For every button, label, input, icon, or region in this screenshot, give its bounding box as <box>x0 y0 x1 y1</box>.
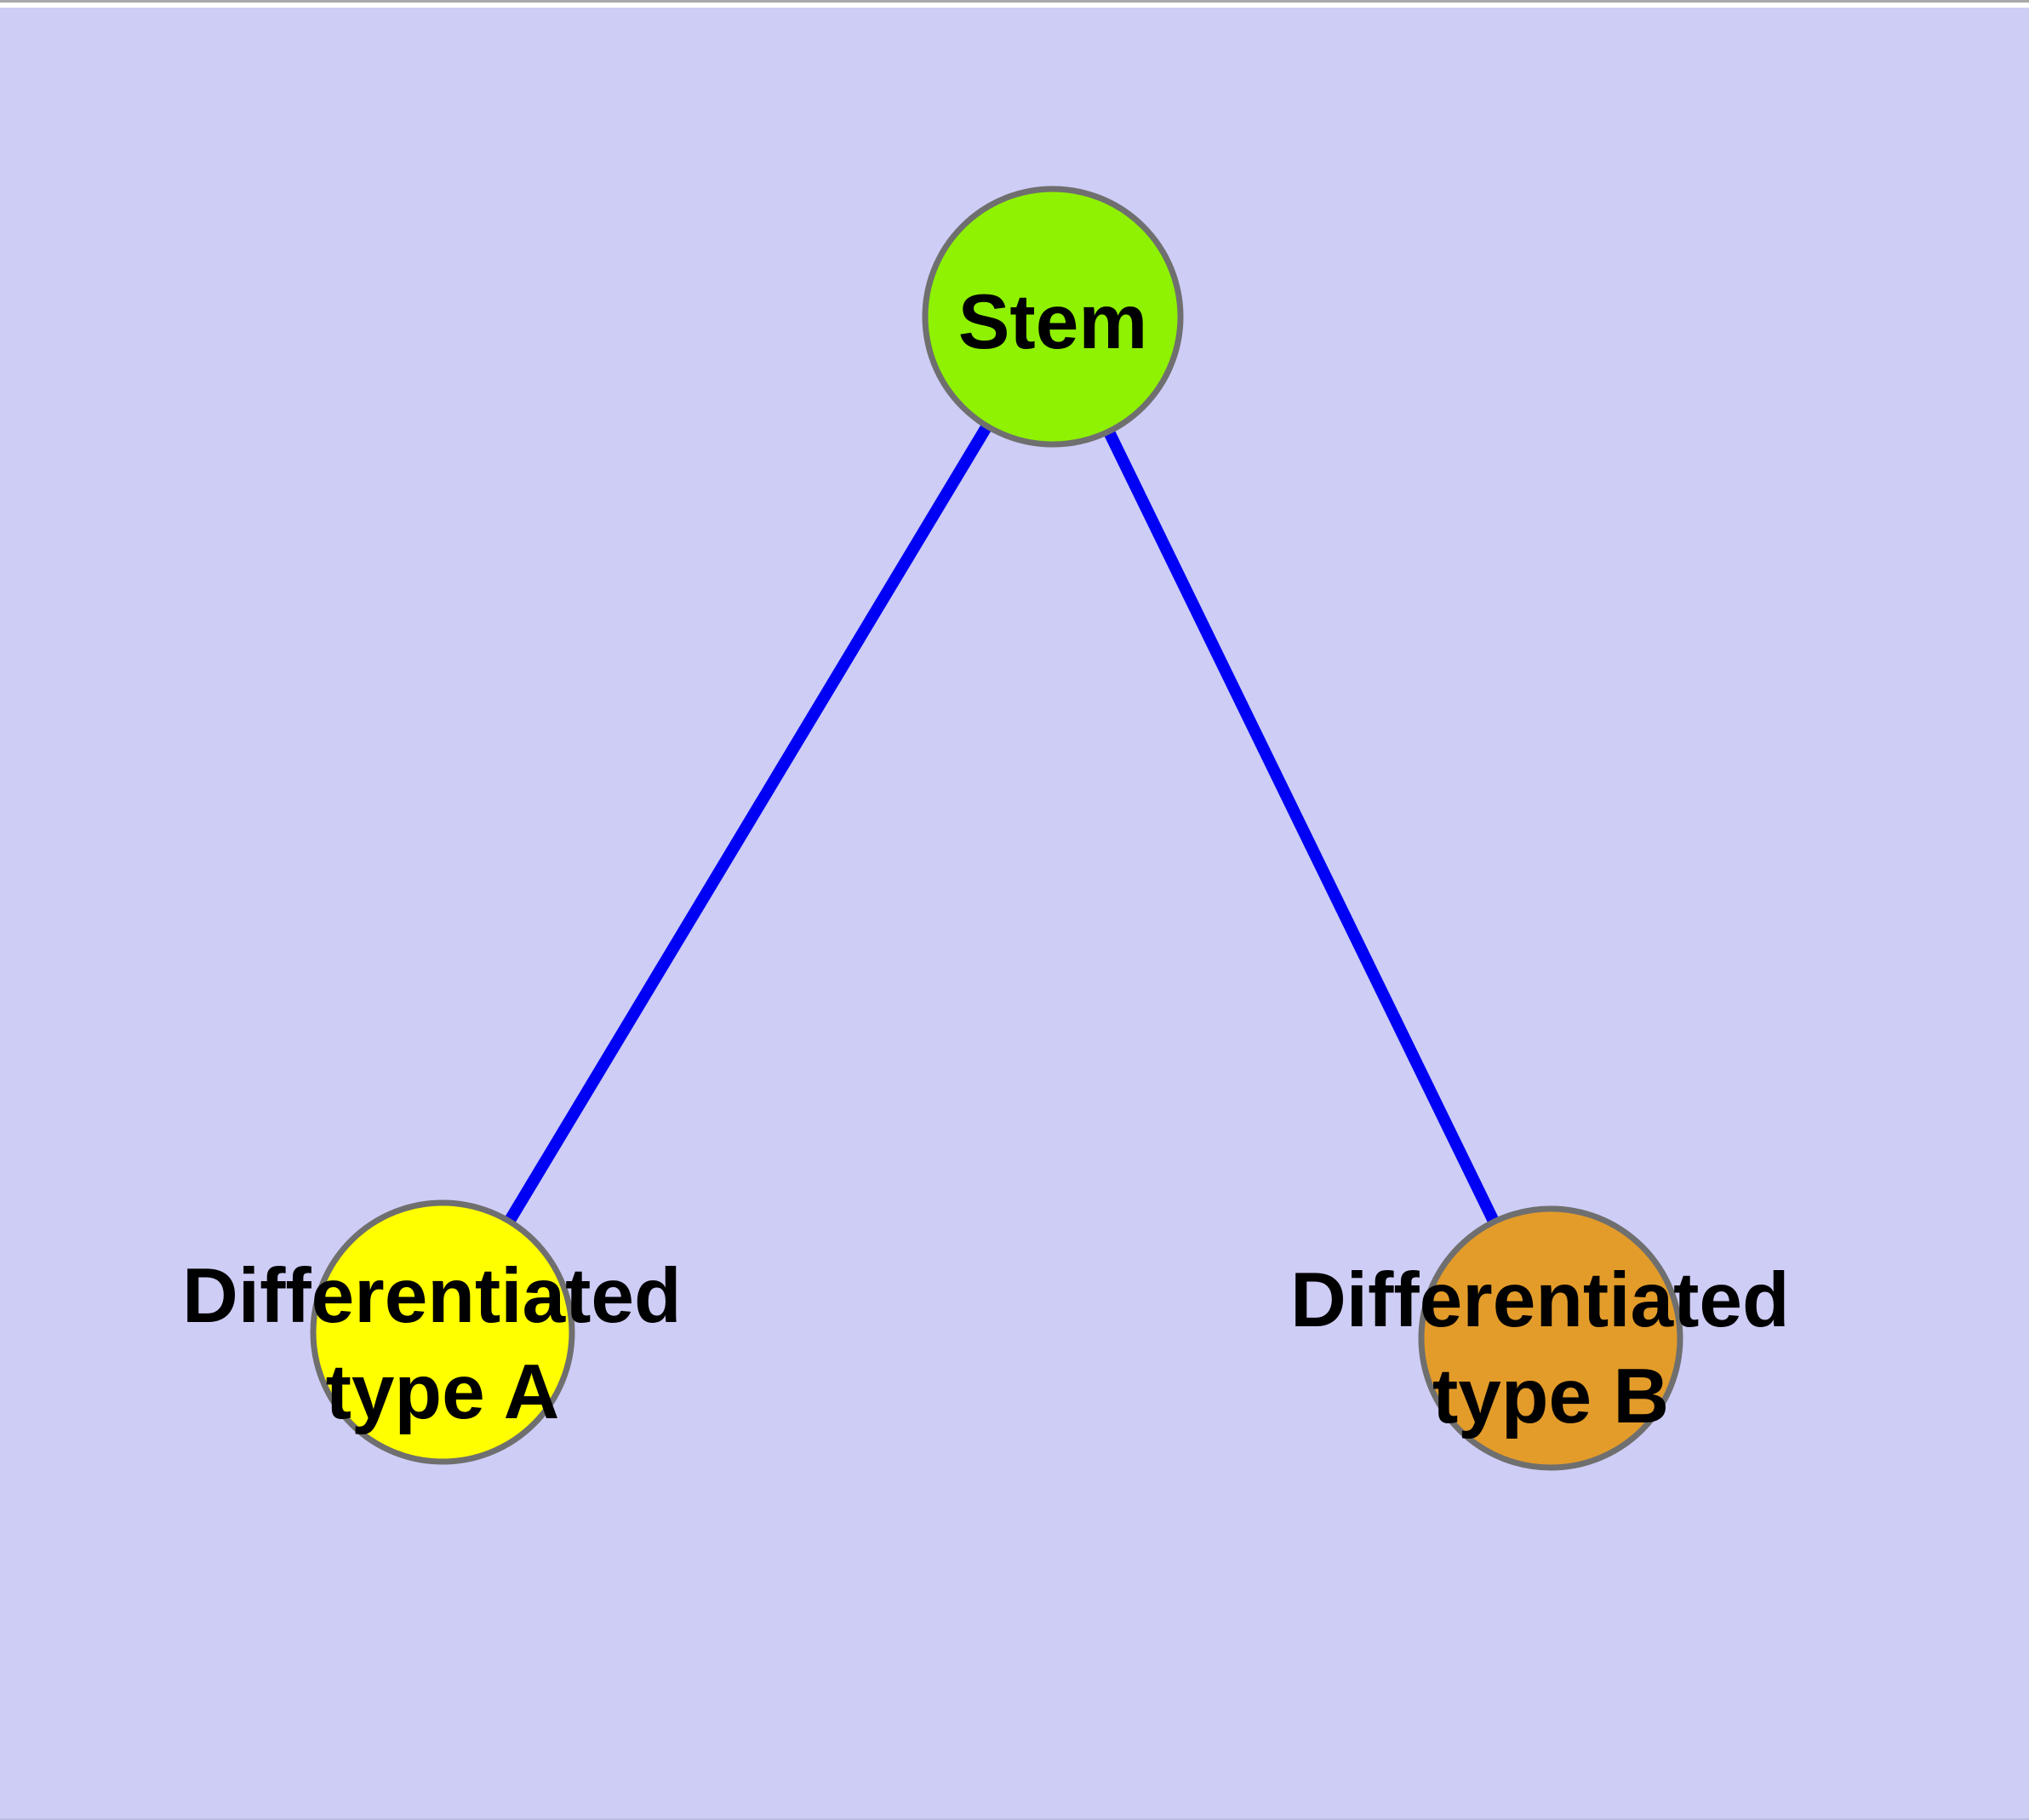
node-type-b-label-line2: type B <box>1432 1354 1669 1439</box>
node-type-a-label-line1: Differentiated <box>182 1253 682 1339</box>
node-type-b-label-line1: Differentiated <box>1290 1257 1790 1343</box>
node-differentiated-type-b <box>1418 1205 1683 1471</box>
edge-stem-to-type-b <box>1047 313 1557 1342</box>
node-differentiated-type-a <box>310 1199 575 1465</box>
top-hairline <box>0 0 2029 3</box>
node-stem-label: Stem <box>958 279 1148 365</box>
node-stem <box>922 186 1184 448</box>
node-type-b-label: Differentiated type B <box>1290 1257 1811 1439</box>
edge-stem-to-type-a <box>437 313 1058 1336</box>
bottom-hairline <box>0 1818 2029 1820</box>
node-type-a-label-line2: type A <box>326 1349 560 1435</box>
node-type-a-label: Differentiated type A <box>182 1253 703 1435</box>
